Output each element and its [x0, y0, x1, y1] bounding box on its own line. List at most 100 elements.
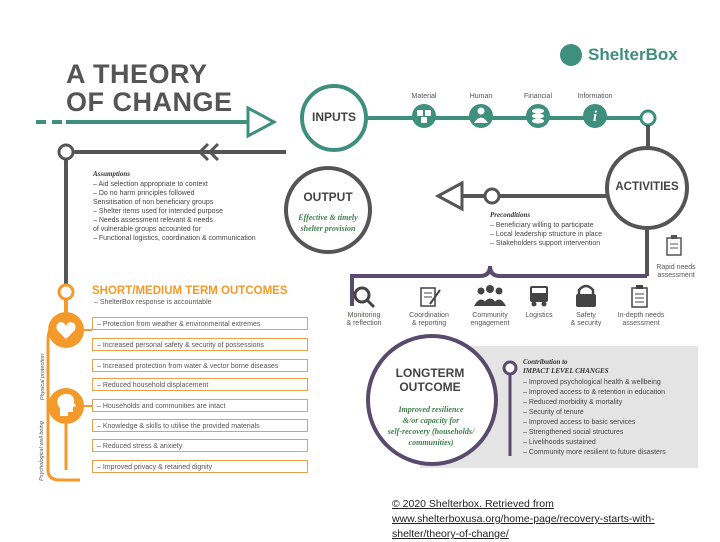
orange-node [57, 283, 75, 301]
impact-item: – Improved access to basic services [523, 419, 636, 426]
activity-label-line: & reporting [411, 320, 447, 327]
in-depth-assessment-icon [631, 285, 648, 308]
safety-icon [576, 284, 596, 307]
output-circle [284, 166, 372, 254]
impact-header-1: Contribution to [523, 358, 568, 366]
longterm-circle [366, 334, 498, 466]
logistics-icon [530, 286, 548, 307]
financial-icon [526, 104, 550, 128]
citation-line-1[interactable]: © 2020 Shelterbox. Retrieved from [392, 498, 554, 510]
activity-label-line: & reflection [346, 320, 382, 327]
impact-item: – Strengthened social structures [523, 429, 624, 436]
rapid-needs-icon [666, 235, 682, 256]
svg-text:i: i [593, 109, 598, 125]
impact-item: – Community more resilient to future dis… [523, 449, 666, 456]
assumption-item: Sensitisation of non beneficiary groups [93, 199, 214, 206]
activity-label-logistics: Logistics [516, 312, 562, 320]
precondition-item: – Beneficiary willing to participate [490, 222, 594, 229]
inputs-arrow [246, 105, 278, 139]
outcome-item: – Increased personal safety & security o… [92, 338, 308, 351]
impact-item: – Livelihoods sustained [523, 439, 596, 446]
longterm-label-1: LONGTERM [395, 366, 465, 380]
impact-item: – Improved psychological health & wellbe… [523, 379, 661, 386]
precondition-item: – Local leadership structure in place [490, 231, 603, 238]
activity-label-community: Community engagement [462, 312, 518, 328]
outcome-item: – Reduced stress & anxiety [92, 439, 308, 452]
side-label-psychological: Psychological well being [39, 421, 45, 481]
outcome-item: – Reduced household displacement [92, 378, 308, 391]
activity-label-line: Community [472, 312, 508, 319]
preconditions-list: – Beneficiary willing to participate – L… [490, 221, 602, 248]
coordination-icon [420, 287, 441, 307]
assumption-item: – Shelter items used for intended purpos… [93, 208, 223, 215]
impact-item: – Improved access to & retention in educ… [523, 389, 666, 396]
impact-item: – Reduced morbidity & mortality [523, 399, 623, 406]
left-top-node [57, 143, 75, 161]
inputs-end-node [639, 109, 657, 127]
short-term-header: SHORT/MEDIUM TERM OUTCOMES [92, 285, 288, 297]
heart-icon [56, 322, 76, 339]
assumptions-header: Assumptions [93, 170, 130, 178]
shelterbox-logo [560, 40, 700, 66]
logo-text: ShelterBox [588, 45, 678, 64]
rapid-needs-label-2: assessment [657, 272, 695, 279]
outcome-item: – Households and communities are intact [92, 399, 308, 412]
side-label-physical: Physical protection [40, 353, 46, 401]
activity-label-line: Logistics [525, 312, 553, 319]
impact-header-2: IMPACT LEVEL CHANGES [523, 367, 609, 375]
activities-label: ACTIVITIES [615, 181, 679, 193]
longterm-label-2: OUTCOME [399, 380, 461, 394]
title-line-2: OF CHANGE [66, 87, 233, 117]
impact-node [502, 360, 518, 376]
outcome-item: – Increased protection from water & vect… [92, 359, 308, 372]
activity-label-line: Monitoring [347, 312, 381, 319]
citation[interactable]: © 2020 Shelterbox. Retrieved from www.sh… [392, 497, 655, 542]
title-line-1: A THEORY [66, 59, 208, 89]
input-label-information: Information [577, 93, 613, 100]
activity-label-line: Coordination [409, 312, 449, 319]
information-icon: i [583, 104, 607, 128]
outcome-item: – Knowledge & skills to utilise the prov… [92, 419, 308, 432]
outcome-item: – Improved privacy & retained dignity [92, 460, 308, 473]
citation-line-2[interactable]: www.shelterboxusa.org/home-page/recovery… [392, 513, 655, 525]
assumption-item: – Needs assessment relevant & needs [93, 217, 213, 224]
longterm-sub-3: self-recovery (households/ [387, 427, 475, 436]
head-icon [57, 393, 76, 416]
monitoring-icon [353, 286, 376, 309]
short-term-first-item: – ShelterBox response is accountable [94, 299, 212, 306]
rapid-needs-label-1: Rapid needs [656, 264, 696, 271]
assumptions-list: – Aid selection appropriate to context –… [93, 180, 256, 243]
activity-label-in-depth: In-depth needs assessment [610, 312, 672, 328]
assumption-item: – Do no harm principles followed [93, 190, 195, 197]
longterm-sub-4: communities) [408, 438, 454, 447]
activity-label-monitoring: Monitoring & reflection [340, 312, 388, 328]
material-icon [412, 104, 436, 128]
activities-brace [350, 265, 647, 278]
inputs-label: INPUTS [311, 110, 356, 124]
activity-label-line: Safety [576, 312, 596, 319]
impact-list: – Improved psychological health & wellbe… [523, 378, 666, 458]
community-icon [474, 285, 506, 306]
assumption-item: of vulnerable groups accounted for [93, 226, 201, 233]
output-subtitle-1: Effective & timely [298, 213, 358, 222]
activity-label-line: In-depth needs [617, 312, 665, 319]
output-node [483, 187, 501, 205]
longterm-sub-2: &/or capacity for [402, 416, 460, 425]
outcome-item: – Protection from weather & environmenta… [92, 317, 308, 330]
activity-label-line: & security [570, 320, 602, 327]
output-subtitle-2: shelter provision [300, 224, 356, 233]
longterm-sub-1: Improved resilience [398, 405, 464, 414]
activity-label-coordination: Coordination & reporting [402, 312, 456, 328]
input-label-financial: Financial [523, 93, 552, 100]
output-arrow [434, 180, 464, 212]
precondition-item: – Stakeholders support intervention [490, 240, 601, 247]
activity-label-safety: Safety & security [562, 312, 610, 328]
assumption-item: – Aid selection appropriate to context [93, 181, 208, 188]
input-label-human: Human [469, 93, 493, 100]
assumption-item: – Functional logistics, coordination & c… [93, 235, 256, 242]
citation-line-3[interactable]: shelter/theory-of-change/ [392, 528, 509, 540]
input-label-material: Material [411, 93, 437, 100]
preconditions-header: Preconditions [490, 211, 531, 219]
chevron-left-icon [197, 142, 220, 162]
